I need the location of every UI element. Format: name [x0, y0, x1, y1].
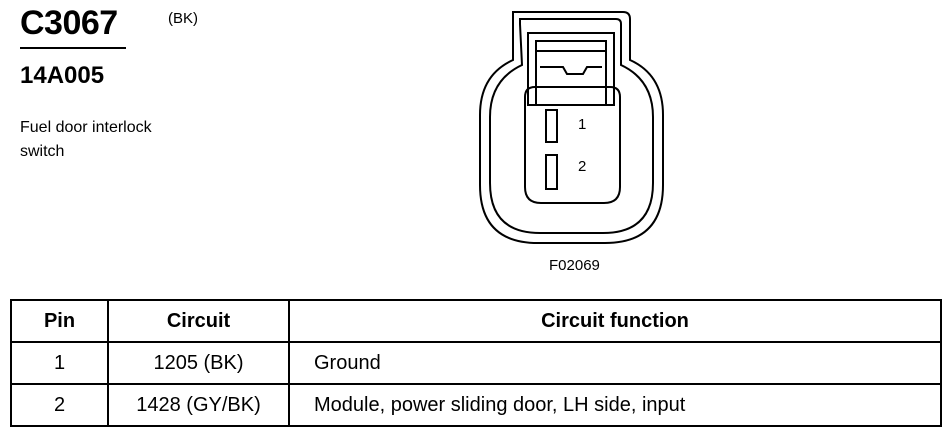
inner-cavity [524, 86, 621, 204]
outer-housing [479, 11, 664, 244]
pin-cavity-2 [545, 154, 558, 190]
cell-circuit: 1428 (GY/BK) [107, 383, 290, 427]
figure-id: F02069 [549, 257, 600, 274]
pin-label-1: 1 [578, 116, 586, 133]
latch-notch [540, 66, 602, 75]
component-description: Fuel door interlock switch [20, 119, 152, 160]
part-number: 14A005 [20, 62, 105, 89]
cell-pin: 1 [10, 341, 109, 385]
cell-circuit-function: Ground [288, 341, 942, 385]
pin-label-2: 2 [578, 158, 586, 175]
table-row: 1 1205 (BK) Ground [10, 341, 942, 385]
cell-pin: 2 [10, 383, 109, 427]
housing-inner-outline [489, 18, 654, 234]
pin-cavity-1 [545, 109, 558, 143]
header-circuit-function: Circuit function [288, 299, 942, 343]
lock-tab-frame [535, 40, 607, 106]
table-header-row: Pin Circuit Circuit function [10, 299, 942, 343]
header-pin: Pin [10, 299, 109, 343]
connector-face-diagram: 1 2 [479, 11, 664, 244]
cell-circuit-function: Module, power sliding door, LH side, inp… [288, 383, 942, 427]
lock-tab [527, 32, 615, 106]
connector-id-underline [20, 47, 126, 49]
cell-circuit: 1205 (BK) [107, 341, 290, 385]
color-code: (BK) [168, 10, 198, 27]
header-circuit: Circuit [107, 299, 290, 343]
table-row: 2 1428 (GY/BK) Module, power sliding doo… [10, 383, 942, 427]
pin-table: Pin Circuit Circuit function 1 1205 (BK)… [10, 299, 942, 427]
connector-id: C3067 [20, 4, 118, 42]
